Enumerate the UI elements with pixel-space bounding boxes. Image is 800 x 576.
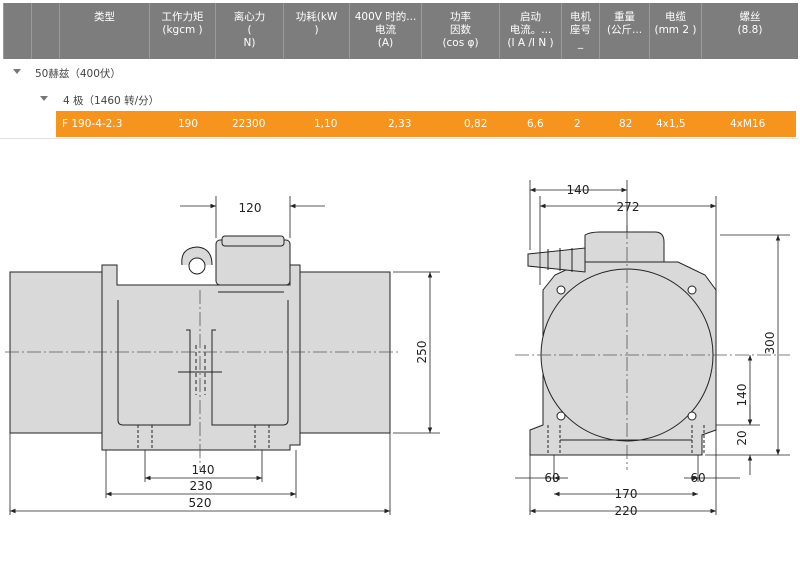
header-weight[interactable]: 重量(公斤... xyxy=(599,3,649,59)
lifting-eye-hole xyxy=(188,257,206,275)
dim-label-250: 250 xyxy=(415,341,429,364)
dim-label-120: 120 xyxy=(239,201,262,215)
cell-torque: 190 xyxy=(178,118,199,130)
side-view xyxy=(9,235,391,451)
group-label-frequency: 50赫兹（400伏） xyxy=(35,68,121,80)
table-header: 类型 工作力矩(kgcm ) 离心力(N) 功耗(kW) 400V 时的...电… xyxy=(3,3,798,59)
dim-label-140-end: 140 xyxy=(567,183,590,197)
bolt-icon xyxy=(556,411,566,421)
cell-force: 22300 xyxy=(232,118,266,130)
bolt-icon xyxy=(556,285,566,295)
header-current[interactable]: 400V 时的...电流(A) xyxy=(349,3,421,59)
dim-label-272: 272 xyxy=(617,200,640,214)
caret-down-icon[interactable] xyxy=(13,69,21,74)
table-row-selected[interactable]: F 190-4-2.3 190 22300 1,10 2,33 0,82 6,6… xyxy=(56,111,796,137)
lifting-eye xyxy=(181,246,213,266)
product-table: 类型 工作力矩(kgcm ) 离心力(N) 功耗(kW) 400V 时的...电… xyxy=(3,3,798,113)
cell-motor-frame: 2 xyxy=(574,118,581,130)
header-screw[interactable]: 螺丝(8.8) xyxy=(701,3,798,59)
bolt-icon xyxy=(687,285,697,295)
cell-starting-current: 6,6 xyxy=(527,118,544,130)
dim-label-300: 300 xyxy=(763,332,777,355)
terminal-box-end xyxy=(584,231,665,263)
bolt-icon xyxy=(687,411,697,421)
header-type[interactable]: 类型 xyxy=(59,3,149,59)
terminal-box xyxy=(215,239,291,286)
header-expand-col xyxy=(3,3,31,59)
dim-label-520: 520 xyxy=(189,496,212,510)
header-power[interactable]: 功耗(kW) xyxy=(283,3,349,59)
caret-down-icon[interactable] xyxy=(40,96,48,101)
group-label-poles: 4 极（1460 转/分） xyxy=(63,95,160,107)
motor-body xyxy=(101,264,301,451)
end-view xyxy=(527,231,717,456)
end-dimensions xyxy=(515,180,790,515)
cell-power: 1,10 xyxy=(314,118,338,130)
left-end-housing xyxy=(9,271,109,434)
right-end-housing xyxy=(289,271,391,434)
group-row-frequency[interactable]: 50赫兹（400伏） xyxy=(3,59,798,86)
dim-label-220: 220 xyxy=(615,504,638,518)
dim-label-170: 170 xyxy=(615,487,638,501)
cell-screw: 4xM16 xyxy=(730,118,766,130)
header-power-factor[interactable]: 功率因数(cos φ) xyxy=(421,3,499,59)
header-starting-current[interactable]: 启动电流。...(I A /I N ) xyxy=(499,3,561,59)
side-dimensions xyxy=(9,196,440,515)
header-expand-col-2 xyxy=(31,3,59,59)
dim-label-60-left: 60 xyxy=(544,471,559,485)
cell-weight: 82 xyxy=(619,118,633,130)
cell-power-factor: 0,82 xyxy=(464,118,488,130)
cell-type: F 190-4-2.3 xyxy=(62,118,123,130)
header-cable[interactable]: 电缆(mm 2 ) xyxy=(649,3,701,59)
header-centrifugal-force[interactable]: 离心力(N) xyxy=(215,3,283,59)
header-working-torque[interactable]: 工作力矩(kgcm ) xyxy=(149,3,215,59)
dim-label-140-height: 140 xyxy=(735,384,749,407)
group-row-poles[interactable]: 4 极（1460 转/分） xyxy=(3,86,798,113)
dim-label-20: 20 xyxy=(735,430,749,445)
table-divider xyxy=(0,138,798,139)
cell-current: 2,33 xyxy=(388,118,412,130)
dim-label-140: 140 xyxy=(192,463,215,477)
header-motor-frame[interactable]: 电机座号_ xyxy=(561,3,599,59)
cell-cable: 4x1,5 xyxy=(656,118,686,130)
dim-label-230: 230 xyxy=(190,479,213,493)
dim-label-60-right: 60 xyxy=(690,471,705,485)
cable-gland xyxy=(527,247,586,273)
